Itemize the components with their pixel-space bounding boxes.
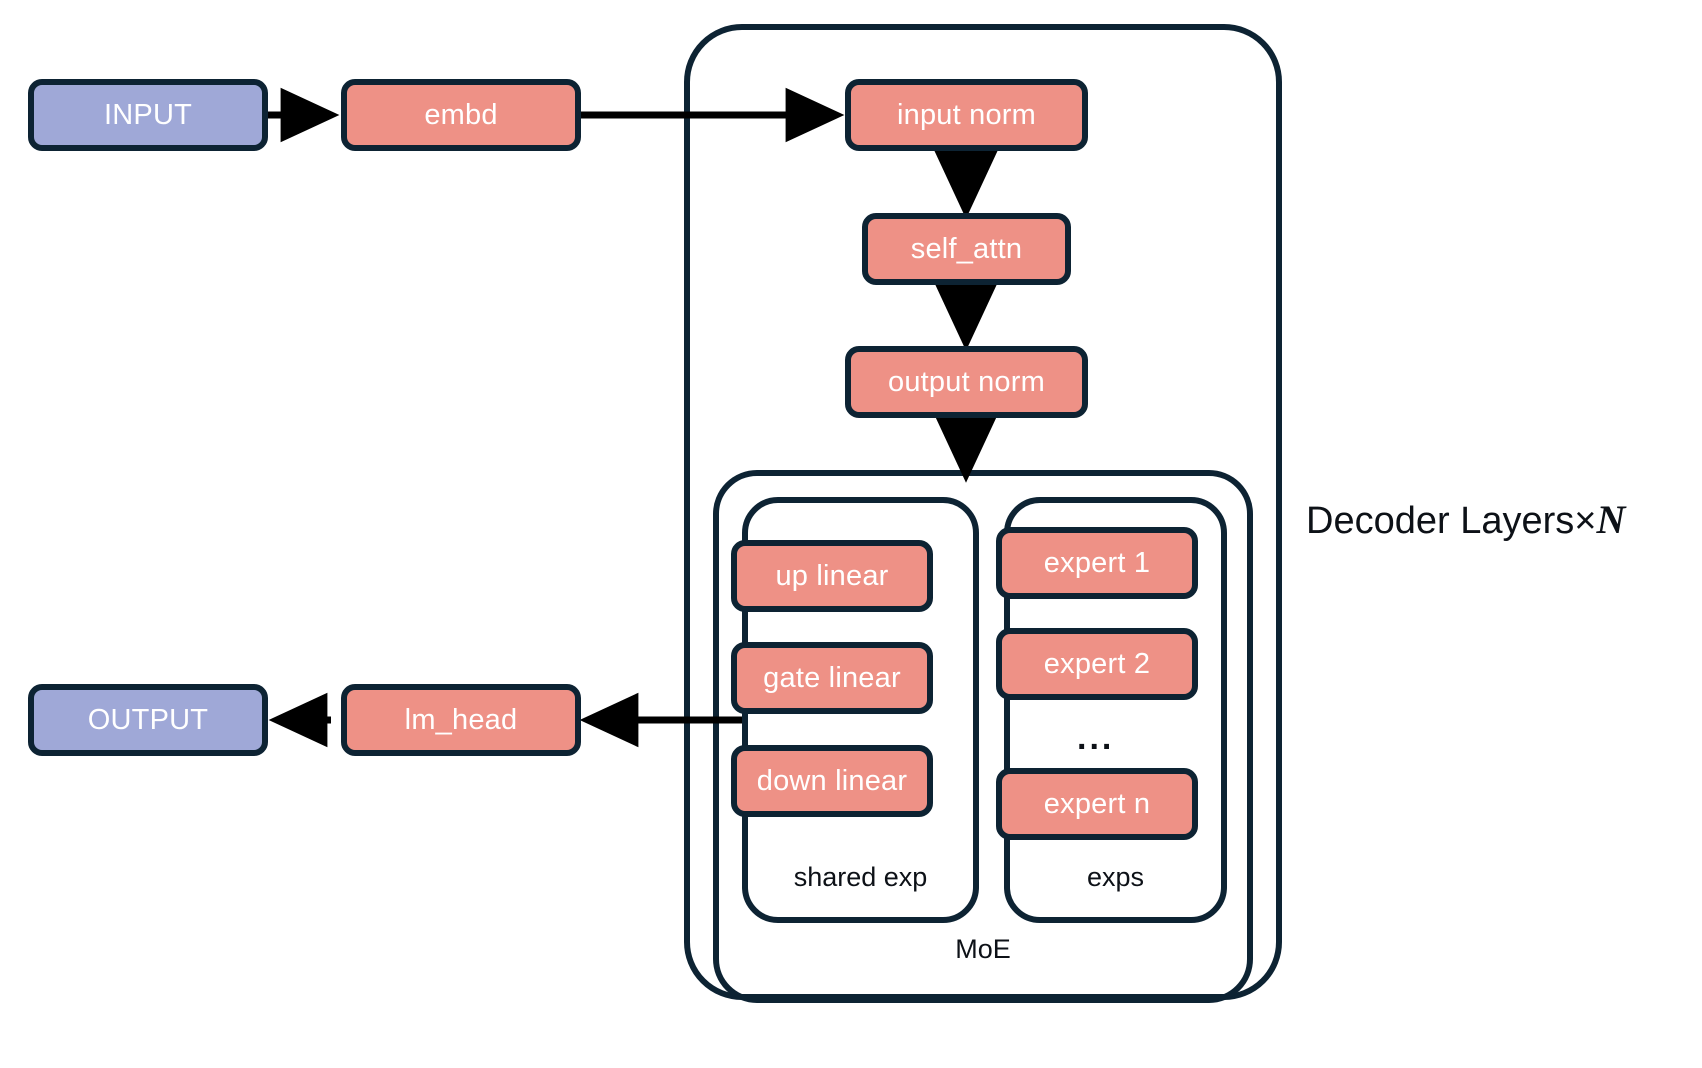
experts-ellipsis: ...: [1077, 719, 1115, 757]
caption-exps: exps: [1086, 862, 1145, 892]
node-self-attn[interactable]: self_attn: [862, 213, 1071, 285]
experts-frame: [1004, 497, 1227, 923]
node-up-linear[interactable]: up linear: [731, 540, 933, 612]
node-embd[interactable]: embd: [341, 79, 581, 151]
node-output-norm[interactable]: output norm: [845, 346, 1088, 418]
decoder-layers-label-prefix: Decoder Layers×: [1306, 500, 1597, 542]
decoder-layers-label-variable: N: [1596, 497, 1626, 542]
node-expert-2[interactable]: expert 2: [996, 628, 1198, 700]
node-input-norm[interactable]: input norm: [845, 79, 1088, 151]
node-expert-n[interactable]: expert n: [996, 768, 1198, 840]
node-expert-1[interactable]: expert 1: [996, 527, 1198, 599]
caption-moe: MoE: [955, 934, 1011, 964]
node-input[interactable]: INPUT: [28, 79, 268, 151]
decoder-layers-label: Decoder Layers×N: [1306, 497, 1626, 542]
node-lm-head[interactable]: lm_head: [341, 684, 581, 756]
node-output[interactable]: OUTPUT: [28, 684, 268, 756]
caption-shared-exp: shared exp: [793, 862, 928, 892]
node-down-linear[interactable]: down linear: [731, 745, 933, 817]
node-gate-linear[interactable]: gate linear: [731, 642, 933, 714]
